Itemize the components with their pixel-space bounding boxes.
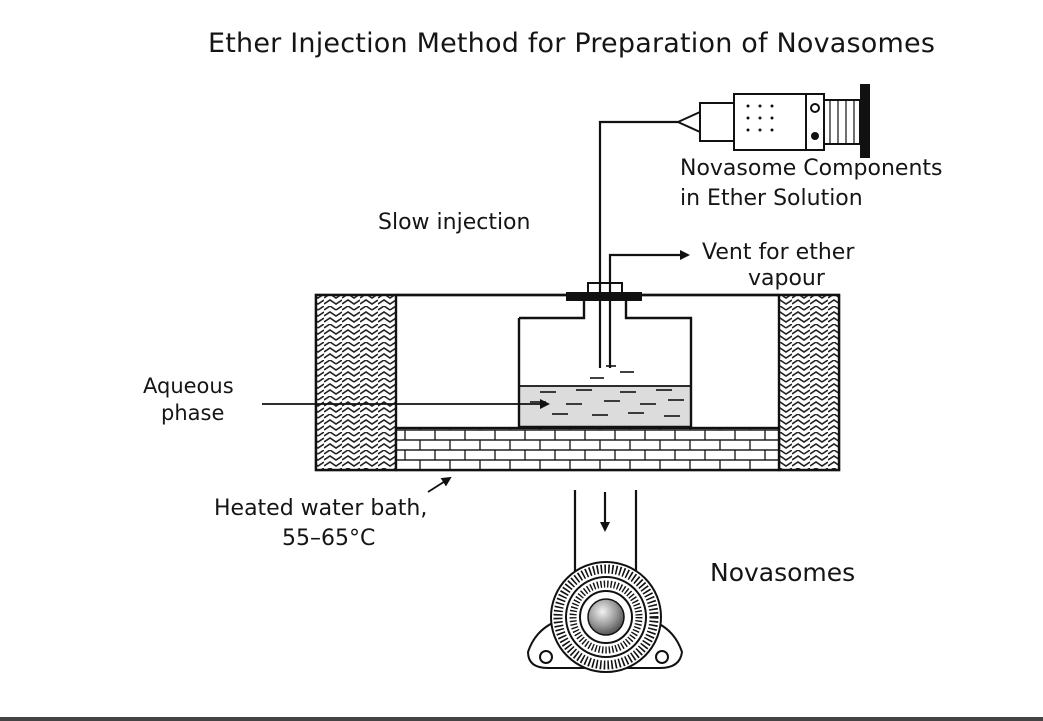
- slow-injection-label: Slow injection: [378, 210, 531, 235]
- syringe-label-line2: in Ether Solution: [680, 186, 863, 211]
- stopper-collar: [587, 282, 623, 294]
- bottom-border: [0, 717, 1043, 721]
- flask-stopper: [566, 292, 642, 301]
- vent-arrow-icon: [608, 250, 690, 296]
- vent-label-line1: Vent for ether: [702, 240, 855, 265]
- water-bath-icon: [314, 293, 841, 472]
- syringe-graduations: [746, 104, 774, 132]
- liquid-dashes: [530, 365, 684, 417]
- syringe-label-line1: Novasome Components: [680, 156, 943, 181]
- bath-label-line2: 55–65°C: [282, 526, 376, 551]
- beaker-icon: [517, 301, 693, 429]
- page-title: Ether Injection Method for Preparation o…: [208, 28, 936, 59]
- bath-pointer-arrow-icon: [427, 476, 452, 493]
- bath-label-line1: Heated water bath,: [214, 496, 428, 521]
- bath-brick-floor: [394, 426, 781, 472]
- syringe-icon: [675, 84, 870, 158]
- vent-label-line2: vapour: [748, 266, 825, 291]
- bath-right-insulation: [777, 293, 841, 472]
- novasome-vesicle-icon: [526, 561, 684, 673]
- aqueous-label-line1: Aqueous: [143, 374, 234, 398]
- bath-left-insulation: [314, 293, 398, 472]
- novasomes-label: Novasomes: [710, 558, 856, 587]
- injection-tube: [598, 120, 678, 368]
- aqueous-label-line2: phase: [161, 401, 225, 425]
